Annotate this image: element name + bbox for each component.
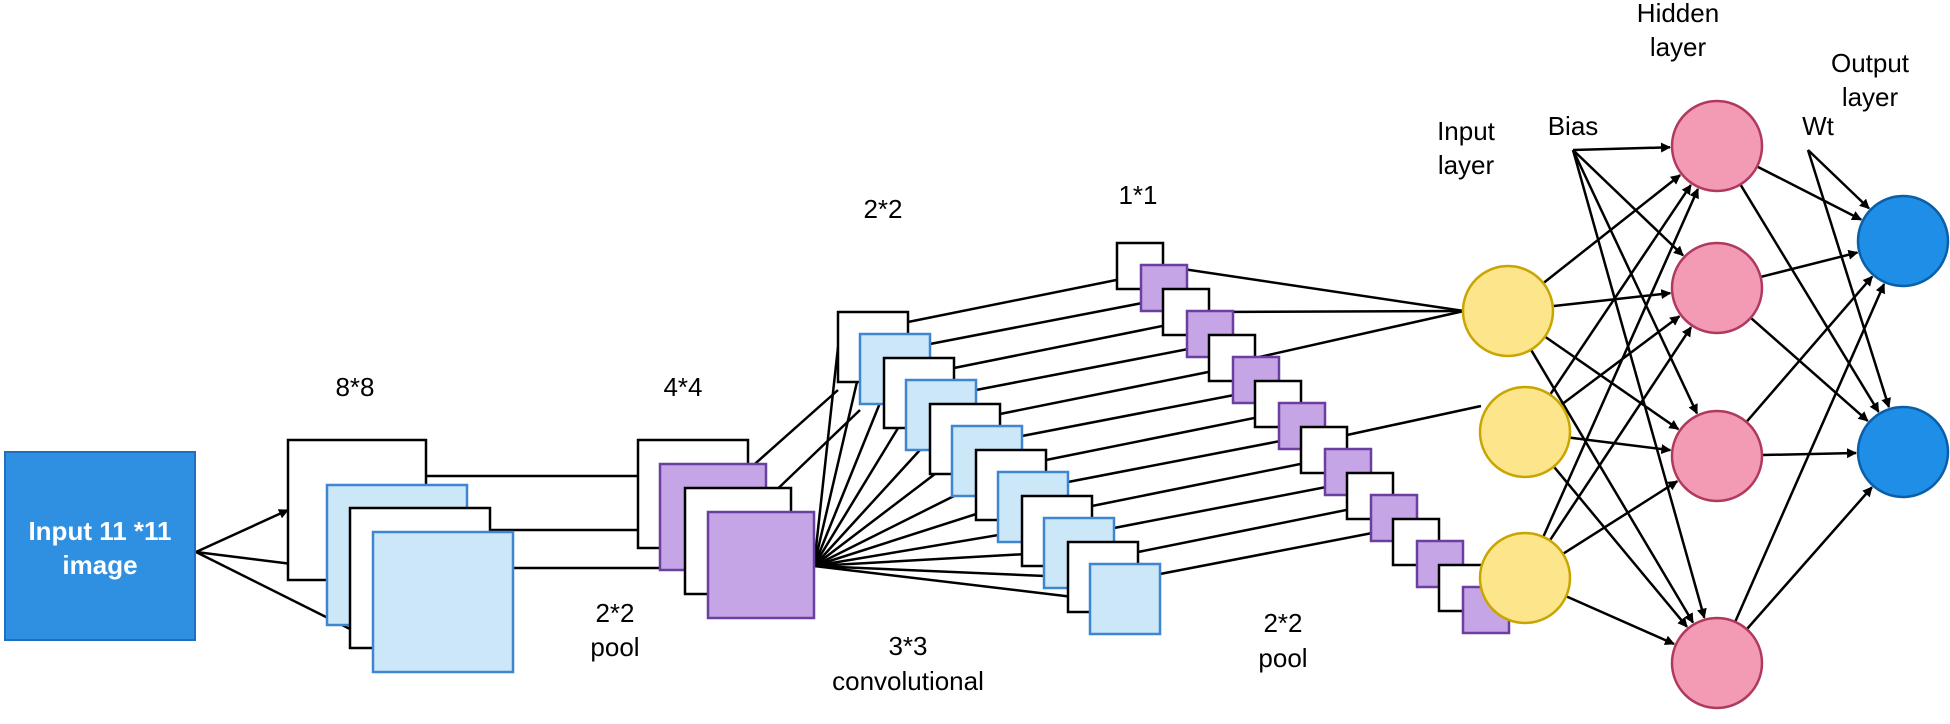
hidden-layer-neuron xyxy=(1670,616,1764,710)
conv3-size-label: 2*2 xyxy=(863,194,902,224)
arrow-wt-to-output xyxy=(1806,149,1891,409)
line-pool1-to-conv3 xyxy=(813,460,953,567)
feature-map-connections xyxy=(195,264,1510,642)
conv1-feature-maps xyxy=(286,438,515,674)
output-layer-neuron xyxy=(1856,194,1950,288)
line-conv3-to-pool2 xyxy=(907,273,1142,324)
arrow-hidden-to-output xyxy=(1734,283,1886,623)
hidden-layer-neuron xyxy=(1670,409,1764,503)
line-conv3-to-pool2 xyxy=(1067,435,1302,484)
line-pool1-to-conv3 xyxy=(813,564,1069,579)
line-conv3-to-pool2 xyxy=(929,297,1164,346)
conv3-feature-maps xyxy=(836,310,1162,636)
line-conv3-to-pool2 xyxy=(1159,527,1394,576)
input-layer-neuron xyxy=(1461,264,1555,358)
arrow-input-to-hidden xyxy=(1549,184,1692,396)
line-pool1-to-conv3 xyxy=(813,483,977,568)
arrow-input-to-hidden xyxy=(1542,174,1681,285)
line-pool1-to-conv3 xyxy=(765,409,861,501)
arrow-bias-to-hidden xyxy=(1572,142,1672,153)
pool2-feature-maps xyxy=(1115,241,1511,635)
pool2-label-line2: pool xyxy=(1258,643,1307,673)
line-pool1-to-conv3 xyxy=(813,505,999,568)
line-conv3-to-pool2 xyxy=(975,343,1210,392)
input-image-label-line1: Input 11 *11 xyxy=(28,516,171,546)
hidden-layer-label-line2: layer xyxy=(1650,32,1707,62)
arrow-hidden-to-output xyxy=(1756,165,1863,221)
line-pool1-to-conv3 xyxy=(812,346,840,567)
arrow-input-to-conv1 xyxy=(195,508,289,554)
line-pool2-to-input-layer xyxy=(1346,404,1482,437)
hidden-layer-neuron xyxy=(1670,241,1764,335)
hidden-layer-label-line1: Hidden xyxy=(1637,0,1719,28)
line-pool1-to-conv3 xyxy=(813,438,931,567)
line-pool1-to-conv3 xyxy=(812,368,862,567)
line-pool1-to-conv3 xyxy=(812,392,886,567)
pool1-label-line2: pool xyxy=(590,632,639,662)
wt-label: Wt xyxy=(1802,111,1835,141)
arrow-input-to-hidden xyxy=(1548,326,1693,542)
line-pool1-to-conv3 xyxy=(813,529,1023,568)
arrow-input-to-hidden xyxy=(1562,480,1679,555)
line-conv3-to-pool2 xyxy=(1137,503,1372,554)
input-layer-neuron xyxy=(1478,385,1572,479)
input-layer-label-line1: Input xyxy=(1437,116,1496,146)
arrow-hidden-to-output xyxy=(1749,316,1869,422)
conv1-map-blue-2 xyxy=(371,530,515,674)
line-pool1-to-conv3 xyxy=(812,414,908,567)
line-conv3-to-pool2 xyxy=(1045,411,1280,462)
input-image-label-line2: image xyxy=(62,550,137,580)
arrow-bias-to-hidden xyxy=(1571,149,1707,619)
input-layer-label-line2: layer xyxy=(1438,150,1495,180)
arrow-input-to-hidden xyxy=(1560,315,1681,407)
output-layer-neurons xyxy=(1856,194,1950,499)
conv3-label-line1: 3*3 xyxy=(888,631,927,661)
output-layer-neuron xyxy=(1856,405,1950,499)
line-pool1-to-conv3 xyxy=(747,389,839,471)
output-layer-label-line2: layer xyxy=(1842,82,1899,112)
line-conv3-to-pool2 xyxy=(999,365,1234,416)
input-layer-neuron xyxy=(1478,531,1572,625)
conv3-map-blue xyxy=(1088,562,1162,636)
line-conv3-to-pool2 xyxy=(1091,457,1326,508)
pool2-size-label: 1*1 xyxy=(1118,180,1157,210)
arrow-bias-to-hidden xyxy=(1571,149,1699,415)
arrow-hidden-to-output xyxy=(1739,183,1880,413)
line-pool1-to-conv3 xyxy=(813,564,1091,601)
pool1-label-line1: 2*2 xyxy=(595,598,634,628)
arrow-input-to-hidden xyxy=(1552,465,1688,628)
output-layer-label-line1: Output xyxy=(1831,48,1910,78)
arrow-wt-to-output xyxy=(1807,149,1870,210)
line-pool1-to-conv3 xyxy=(813,551,1045,568)
line-conv3-to-pool2 xyxy=(953,319,1188,370)
arrow-bias-to-hidden xyxy=(1572,149,1684,257)
arrow-input-to-hidden xyxy=(1542,188,1700,538)
conv2-size-label: 4*4 xyxy=(663,372,702,402)
line-conv3-to-pool2 xyxy=(1113,481,1348,530)
pool2-label-line1: 2*2 xyxy=(1263,608,1302,638)
bias-label: Bias xyxy=(1548,111,1599,141)
line-pool2-to-input-layer xyxy=(1208,309,1465,314)
input-image-box: Input 11 *11 image xyxy=(4,451,196,641)
hidden-layer-neuron xyxy=(1670,99,1764,193)
input-layer-neurons xyxy=(1461,264,1572,625)
line-pool2-to-input-layer xyxy=(1162,264,1465,313)
arrow-hidden-to-output xyxy=(1745,486,1873,631)
conv1-size-label: 8*8 xyxy=(335,372,374,402)
arrow-input-to-hidden xyxy=(1529,349,1695,624)
arrow-input-to-hidden xyxy=(1565,595,1675,646)
line-conv3-to-pool2 xyxy=(1021,389,1256,438)
hidden-layer-neurons xyxy=(1670,99,1764,710)
neural-network-connections xyxy=(1529,142,1891,646)
conv3-label-line2: convolutional xyxy=(832,666,984,696)
pool1-feature-maps xyxy=(636,438,816,620)
pool1-map-purple-2 xyxy=(706,510,816,620)
arrow-hidden-to-output xyxy=(1745,275,1874,423)
line-pool2-to-input-layer xyxy=(1254,309,1465,360)
